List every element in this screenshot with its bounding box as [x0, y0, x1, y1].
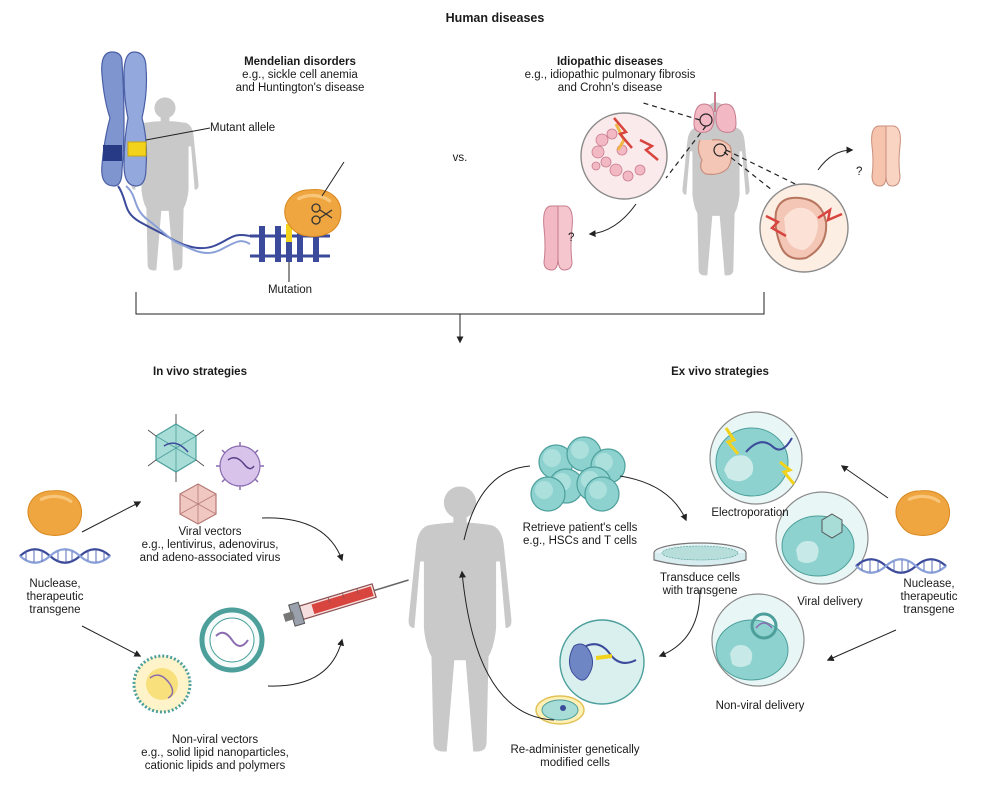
readminister-line1: Re-administer genetically	[510, 744, 640, 756]
nonviral-delivery-circle	[711, 593, 805, 687]
arrow-to-right-chromosome	[817, 146, 854, 171]
petri-dish-icon	[653, 542, 747, 567]
viral-vectors-line3: and adeno-associated virus	[139, 552, 281, 564]
arrow-modified-to-body	[459, 570, 555, 721]
lipid-nanoparticle-icon	[132, 654, 192, 714]
arrow-body-to-cells	[463, 465, 531, 541]
readministered-cell	[535, 695, 585, 725]
arrow-cells-to-dish	[619, 475, 687, 522]
electroporation-circle	[709, 411, 803, 505]
arrow-dish-to-modified	[658, 589, 701, 658]
nonviral-vectors-line3: cationic lipids and polymers	[144, 760, 286, 772]
retrieve-cells-line1: Retrieve patient's cells	[522, 522, 638, 534]
syringe-icon	[283, 579, 409, 627]
arrow-to-nonviral-delivery	[826, 629, 897, 661]
question-mark-left: ?	[568, 232, 575, 244]
mendelian-dna-helix	[117, 185, 330, 262]
mutant-allele-label: Mutant allele	[210, 122, 276, 134]
idiopathic-example-line1: e.g., idiopathic pulmonary fibrosis	[524, 69, 696, 81]
in-vivo-heading: In vivo strategies	[153, 366, 247, 378]
invivo-nuclease-line3: transgene	[29, 604, 81, 616]
modified-cell-zoom	[559, 619, 645, 705]
mendelian-label: Mendelian disorders e.g., sickle cell an…	[190, 56, 410, 95]
scissors-icon	[311, 203, 333, 225]
transduce-cells-label: Transduce cells with transgene	[640, 572, 760, 598]
mendelian-nuclease	[283, 187, 343, 239]
invivo-nuclease	[26, 489, 84, 537]
readminister-label: Re-administer genetically modified cells	[490, 744, 660, 770]
electroporation-label: Electroporation	[711, 507, 789, 519]
mutant-chromosome	[101, 51, 148, 187]
intestine-tissue-zoom	[759, 183, 849, 273]
arrow-to-left-chromosome	[588, 203, 637, 238]
question-chromosome-left	[543, 205, 573, 271]
question-chromosome-right	[871, 125, 901, 187]
readminister-line2: modified cells	[540, 757, 610, 769]
nonviral-delivery-label: Non-viral delivery	[715, 700, 805, 712]
viral-delivery-label: Viral delivery	[797, 596, 863, 608]
arrow-to-nonviral-vectors	[81, 625, 142, 657]
invivo-transgene-dna	[18, 548, 112, 564]
nuclease-pointer	[321, 161, 345, 197]
page-title: Human diseases	[445, 11, 545, 25]
retrieve-cells-line2: e.g., HSCs and T cells	[523, 535, 637, 547]
nonviral-vectors-line1: Non-viral vectors	[171, 734, 259, 746]
exvivo-nuclease-line3: transgene	[903, 604, 955, 616]
transduce-cells-line1: Transduce cells	[659, 572, 741, 584]
invivo-nuclease-label: Nuclease, therapeutic transgene	[10, 578, 100, 617]
idiopathic-heading: Idiopathic diseases	[556, 56, 664, 68]
arrow-to-viral-vectors	[81, 501, 142, 533]
exvivo-nuclease-label: Nuclease, therapeutic transgene	[884, 578, 974, 617]
exvivo-transgene-dna	[854, 558, 948, 574]
mendelian-example-line1: e.g., sickle cell anemia	[242, 69, 358, 81]
mendelian-example-line2: and Huntington's disease	[235, 82, 365, 94]
lentivirus-icon	[216, 442, 264, 490]
mendelian-heading: Mendelian disorders	[244, 56, 356, 68]
merge-bracket	[135, 292, 765, 344]
exvivo-nuclease-line2: therapeutic	[900, 591, 958, 603]
viral-delivery-circle	[775, 491, 869, 585]
exvivo-nuclease-line1: Nuclease,	[903, 578, 955, 590]
retrieved-cell-cluster	[530, 436, 626, 512]
idiopathic-human-silhouette	[682, 102, 750, 276]
idiopathic-label: Idiopathic diseases e.g., idiopathic pul…	[495, 56, 725, 95]
retrieve-cells-label: Retrieve patient's cells e.g., HSCs and …	[500, 522, 660, 548]
transduce-cells-line2: with transgene	[662, 585, 738, 597]
invivo-nuclease-line1: Nuclease,	[29, 578, 81, 590]
arrow-viral-to-syringe	[261, 517, 344, 562]
central-human-silhouette	[408, 486, 512, 752]
invivo-nuclease-line2: therapeutic	[26, 591, 84, 603]
viral-vectors-line1: Viral vectors	[178, 526, 242, 538]
arrow-nonviral-to-syringe	[267, 638, 345, 687]
cationic-polymer-icon	[199, 607, 265, 673]
aav-icon	[179, 483, 217, 525]
adenovirus-icon	[147, 414, 205, 482]
exvivo-nuclease	[894, 489, 952, 537]
nonviral-vectors-line2: e.g., solid lipid nanoparticles,	[141, 747, 289, 759]
versus-label: vs.	[452, 152, 468, 164]
nonviral-vectors-label: Non-viral vectors e.g., solid lipid nano…	[110, 734, 320, 773]
intestine-icon	[697, 139, 733, 175]
arrow-to-electroporation	[840, 465, 889, 499]
question-mark-right: ?	[856, 166, 863, 178]
idiopathic-example-line2: and Crohn's disease	[557, 82, 663, 94]
mutation-label: Mutation	[267, 284, 313, 296]
mutant-allele-pointer	[145, 127, 211, 141]
lung-tissue-zoom	[580, 112, 668, 200]
viral-vectors-label: Viral vectors e.g., lentivirus, adenovir…	[110, 526, 310, 565]
ex-vivo-heading: Ex vivo strategies	[671, 366, 769, 378]
viral-vectors-line2: e.g., lentivirus, adenovirus,	[141, 539, 279, 551]
